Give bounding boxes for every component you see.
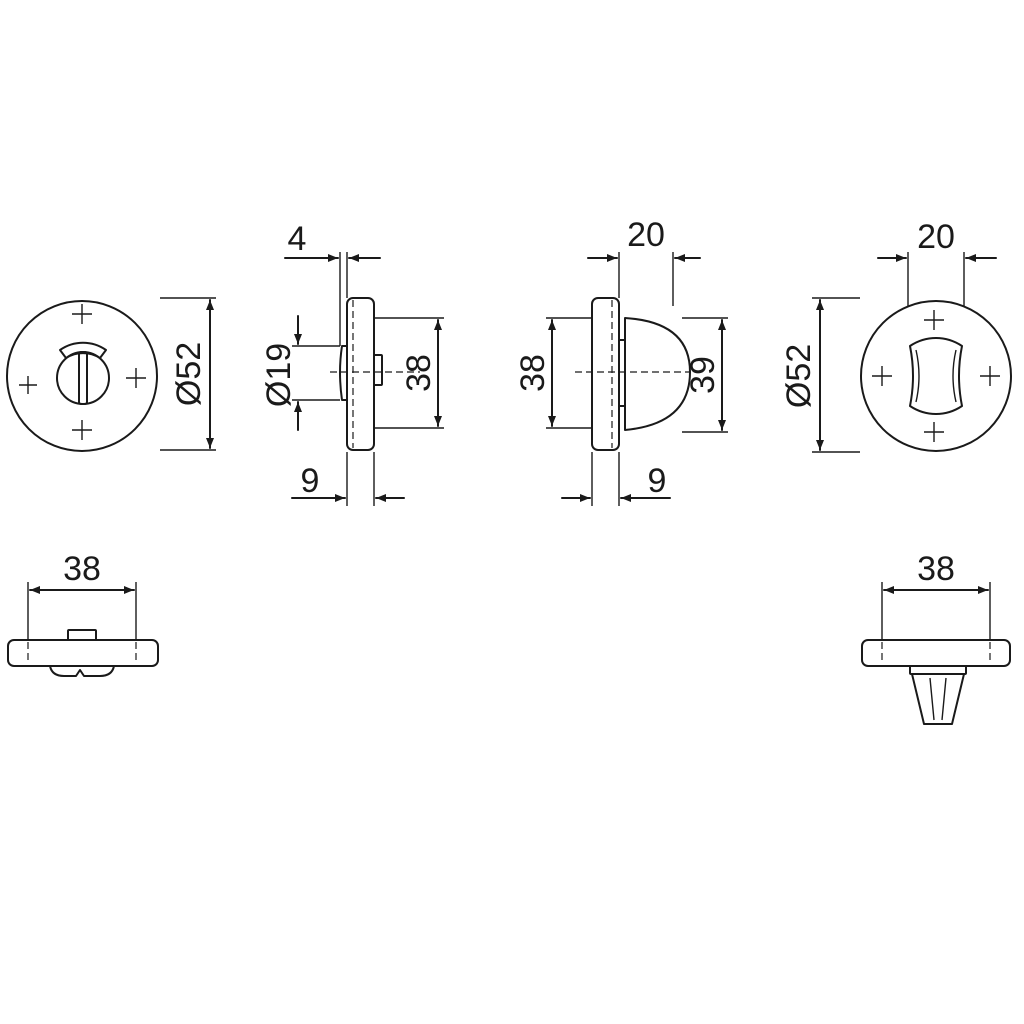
bottom-view-right <box>861 639 1011 725</box>
dimension-bottom-left-width: 38 <box>27 550 137 640</box>
dimension-bottom-right-width: 38 <box>881 550 991 640</box>
dimension-front-right-width: 20 <box>877 218 997 306</box>
dimension-side-left-depth: 9 <box>291 452 405 506</box>
dimension-side-right-knob-width: 20 <box>587 216 701 306</box>
screw-mark-icon <box>19 304 146 440</box>
height-label: 38 <box>400 354 438 392</box>
dimension-side-right-height: 38 <box>514 317 592 429</box>
side-view-left <box>330 297 420 451</box>
front-view-left-rosette <box>6 300 158 452</box>
thickness-label: 4 <box>288 220 307 258</box>
height-label: 38 <box>514 354 552 392</box>
screw-mark-icon <box>872 310 1000 442</box>
dimension-side-right-knob-height: 39 <box>682 317 728 433</box>
width-label: 38 <box>63 550 101 588</box>
width-label: 20 <box>917 218 955 256</box>
side-view-right <box>575 297 691 451</box>
depth-label: 9 <box>648 462 667 500</box>
dimension-side-left-thickness: 4 <box>284 220 381 346</box>
knob-height-label: 39 <box>684 356 722 394</box>
depth-label: 9 <box>301 462 320 500</box>
dimension-front-right-diameter: Ø52 <box>780 297 860 453</box>
dimension-front-left-diameter: Ø52 <box>160 297 216 451</box>
diameter-label: Ø52 <box>780 344 818 408</box>
front-view-right-rosette <box>860 300 1012 452</box>
dimension-side-left-height: 38 <box>374 317 444 429</box>
knob-width-label: 20 <box>627 216 665 254</box>
diameter-label: Ø52 <box>170 342 208 406</box>
dimension-side-right-depth: 9 <box>561 452 671 506</box>
bottom-view-left <box>7 629 159 677</box>
width-label: 38 <box>917 550 955 588</box>
knob-diameter-label: Ø19 <box>260 343 298 407</box>
dimension-side-left-knob-diameter: Ø19 <box>260 315 340 431</box>
